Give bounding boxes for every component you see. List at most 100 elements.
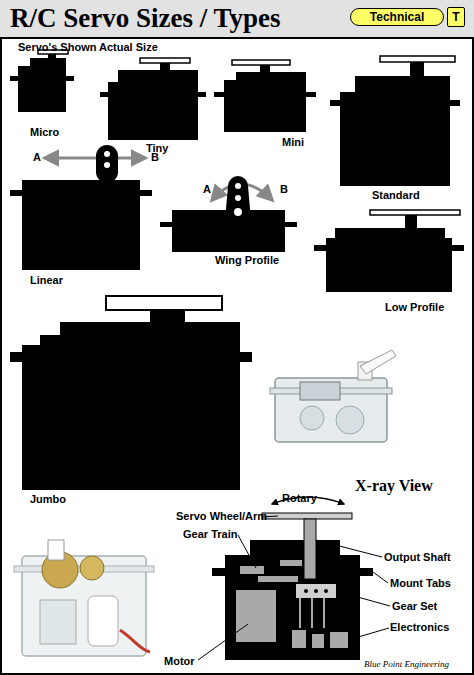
part-label: Gear Train	[183, 528, 237, 540]
category-badge: Technical	[350, 8, 444, 26]
servo-type-label: Wing Profile	[215, 254, 279, 266]
servo-cross-section	[240, 566, 264, 574]
wing-profile-servo	[224, 176, 252, 232]
servo-cross-section	[312, 634, 324, 648]
tiny-servo	[100, 92, 108, 97]
linear-servo	[10, 145, 152, 270]
leader-line	[238, 535, 256, 568]
leader-line	[348, 628, 389, 640]
linear-servo	[140, 190, 152, 196]
tiny-servo	[198, 92, 206, 97]
page-title: R/C Servo Sizes / Types	[10, 4, 281, 34]
jumbo-servo	[40, 335, 60, 345]
standard-servo	[330, 100, 340, 106]
mini-servo	[214, 92, 224, 97]
linear-servo	[96, 145, 118, 183]
low-profile-servo	[452, 245, 464, 251]
linear-servo	[10, 190, 22, 196]
subtitle: Servo's Shown Actual Size	[18, 41, 158, 53]
standard-servo	[340, 92, 450, 186]
micro-servo	[10, 50, 74, 112]
category-letter: T	[447, 7, 465, 27]
xray-photo	[300, 382, 340, 400]
servo-cross-section	[280, 560, 302, 566]
tiny-servo	[140, 58, 190, 63]
jumbo-servo	[150, 310, 185, 322]
part-label: Mount Tabs	[390, 577, 451, 589]
low-profile-servo	[314, 210, 464, 292]
transparent-servo-photo	[14, 540, 154, 656]
servo-cross-section	[360, 568, 373, 576]
servo-cross-section	[300, 598, 324, 628]
micro-servo	[18, 66, 66, 112]
micro-servo	[66, 76, 74, 81]
micro-servo	[30, 58, 66, 66]
linear-servo	[45, 157, 145, 160]
jumbo-servo	[10, 352, 22, 362]
jumbo-servo	[240, 352, 252, 362]
tiny-servo	[100, 58, 206, 140]
standard-servo	[380, 56, 455, 62]
direction-letter: B	[280, 183, 288, 195]
xray-photo	[360, 350, 396, 374]
servo-type-label: Linear	[30, 274, 63, 286]
mini-servo	[236, 72, 306, 80]
servo-type-label: Low Profile	[385, 301, 444, 313]
xray-photo	[300, 406, 324, 430]
jumbo-servo	[60, 322, 240, 345]
linear-servo	[104, 151, 110, 157]
low-profile-servo	[405, 215, 417, 228]
category-badge-text: Technical	[370, 10, 424, 24]
servo-cross-section	[236, 590, 276, 642]
leader-line	[316, 540, 382, 557]
jumbo-servo	[10, 296, 252, 490]
transparent-servo-photo	[80, 556, 104, 580]
motion-label: Rotary	[282, 492, 317, 504]
part-label: Motor	[164, 655, 195, 667]
wing-profile-servo	[160, 222, 172, 227]
standard-servo	[355, 76, 450, 92]
category-letter-text: T	[452, 10, 459, 24]
xray-photo	[270, 350, 396, 442]
credit-watermark: Blue Point Engineering	[364, 660, 449, 670]
leader-line	[373, 572, 388, 583]
servo-type-label: Jumbo	[30, 493, 66, 505]
servo-type-label: Standard	[372, 189, 420, 201]
transparent-servo-photo	[40, 600, 76, 644]
header-band	[1, 38, 473, 674]
linear-servo	[22, 180, 140, 270]
servo-cross-section	[330, 632, 348, 648]
servo-cross-section	[324, 589, 328, 593]
servo-type-label: Mini	[282, 136, 304, 148]
low-profile-servo	[370, 210, 460, 215]
low-profile-servo	[326, 238, 452, 292]
servo-cross-section	[292, 630, 306, 648]
servo-cross-section	[258, 576, 298, 582]
wing-profile-servo	[160, 176, 297, 252]
part-label: Output Shaft	[384, 551, 451, 563]
servo-cross-section	[262, 513, 352, 519]
wing-profile-servo	[235, 183, 241, 189]
wing-profile-servo	[234, 208, 242, 216]
tiny-servo	[108, 82, 198, 140]
standard-servo	[410, 62, 424, 76]
servo-cross-section	[225, 555, 360, 660]
part-label: Gear Set	[392, 600, 437, 612]
direction-letter: A	[33, 151, 41, 163]
servo-cross-section	[296, 584, 336, 598]
low-profile-servo	[314, 245, 326, 251]
standard-servo	[450, 100, 460, 106]
mini-servo	[260, 65, 270, 72]
transparent-servo-photo	[120, 630, 150, 652]
mini-servo	[232, 60, 290, 65]
tiny-servo	[118, 70, 198, 82]
part-label: Servo Wheel/Arm	[176, 510, 267, 522]
standard-servo	[330, 56, 460, 186]
xray-photo	[336, 406, 364, 434]
header-band	[0, 0, 474, 38]
jumbo-servo	[22, 345, 240, 490]
mini-servo	[306, 92, 316, 97]
